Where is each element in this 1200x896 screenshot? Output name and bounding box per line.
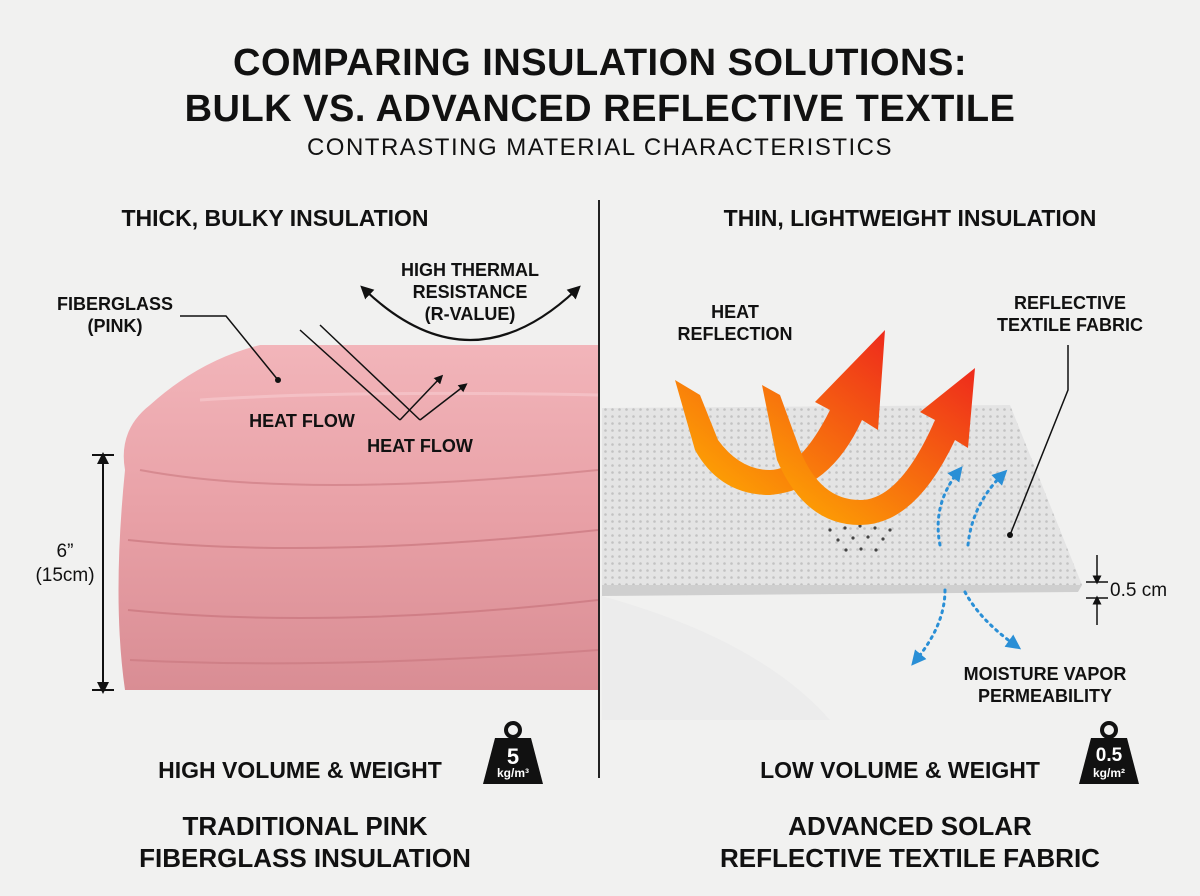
- moisture-label: MOISTURE VAPOR PERMEABILITY: [940, 663, 1150, 707]
- fabric-label: REFLECTIVE TEXTILE FABRIC: [970, 292, 1170, 336]
- heat-flow-label-1: HEAT FLOW: [249, 411, 355, 431]
- fiberglass-leader: [180, 315, 279, 381]
- fabric-leader: [1009, 345, 1069, 536]
- left-volume-label: HIGH VOLUME & WEIGHT: [158, 757, 442, 783]
- fiberglass-label-line-1: FIBERGLASS: [56, 294, 173, 314]
- title-line-2: BULK VS. ADVANCED REFLECTIVE TEXTILE: [184, 88, 1016, 130]
- weight-icon-right: 0.5 kg/m²: [1075, 720, 1143, 788]
- fabric-label-line-2: TEXTILE FABRIC: [996, 315, 1143, 335]
- fiberglass-label-line-2: (PINK): [87, 316, 143, 336]
- moisture-label-line-2: PERMEABILITY: [977, 686, 1112, 706]
- left-caption-line-2: FIBERGLASS INSULATION: [139, 843, 471, 873]
- thickness-label-line-2: (15cm): [35, 565, 95, 586]
- heat-reflection-arrows: [675, 330, 975, 525]
- heat-flow-label-2: HEAT FLOW: [367, 436, 473, 456]
- weight-value-right: 0.5: [1095, 745, 1123, 766]
- fiberglass-block: [118, 345, 599, 690]
- weight-icon-left: 5 kg/m³: [479, 720, 547, 788]
- heat-reflection-label-line-2: REFLECTION: [677, 324, 793, 344]
- weight-value-left: 5: [506, 744, 520, 769]
- moisture-vapor-arrows: [911, 466, 1022, 666]
- right-caption-line-1: ADVANCED SOLAR: [788, 811, 1032, 841]
- right-heading: THIN, LIGHTWEIGHT INSULATION: [723, 205, 1097, 231]
- heat-reflection-label: HEAT REFLECTION: [655, 301, 815, 345]
- right-volume-label: LOW VOLUME & WEIGHT: [760, 757, 1040, 783]
- resistance-label: HIGH THERMAL RESISTANCE (R-VALUE): [370, 259, 570, 325]
- fabric-label-line-1: REFLECTIVE: [1013, 293, 1126, 313]
- fabric-thickness-label: 0.5 cm: [1110, 580, 1168, 601]
- subtitle: CONTRASTING MATERIAL CHARACTERISTICS: [306, 134, 894, 161]
- weight-unit-right: kg/m²: [1092, 766, 1125, 780]
- fiberglass-label: FIBERGLASS (PINK): [40, 293, 190, 337]
- resistance-arc-arrow: [360, 285, 581, 341]
- heat-flow-arrows: [299, 324, 468, 421]
- resistance-label-line-3: (R-VALUE): [424, 304, 516, 324]
- thickness-label-line-1: 6”: [56, 541, 74, 562]
- thickness-label: 6” (15cm): [20, 540, 110, 588]
- thickness-dimension: [92, 452, 114, 694]
- moisture-label-line-1: MOISTURE VAPOR: [963, 664, 1127, 684]
- right-caption: ADVANCED SOLAR REFLECTIVE TEXTILE FABRIC: [650, 810, 1170, 874]
- right-caption-line-2: REFLECTIVE TEXTILE FABRIC: [720, 843, 1100, 873]
- left-caption-line-1: TRADITIONAL PINK: [182, 811, 428, 841]
- fabric-thickness-indicator: [1086, 555, 1108, 625]
- resistance-label-line-1: HIGH THERMAL: [401, 260, 539, 280]
- heat-reflection-label-line-1: HEAT: [711, 302, 759, 322]
- center-divider: [598, 200, 600, 778]
- title-line-1: COMPARING INSULATION SOLUTIONS:: [233, 42, 967, 84]
- left-heading: THICK, BULKY INSULATION: [121, 205, 429, 231]
- weight-unit-left: kg/m³: [496, 766, 529, 780]
- left-caption: TRADITIONAL PINK FIBERGLASS INSULATION: [60, 810, 550, 874]
- resistance-label-line-2: RESISTANCE: [412, 282, 528, 302]
